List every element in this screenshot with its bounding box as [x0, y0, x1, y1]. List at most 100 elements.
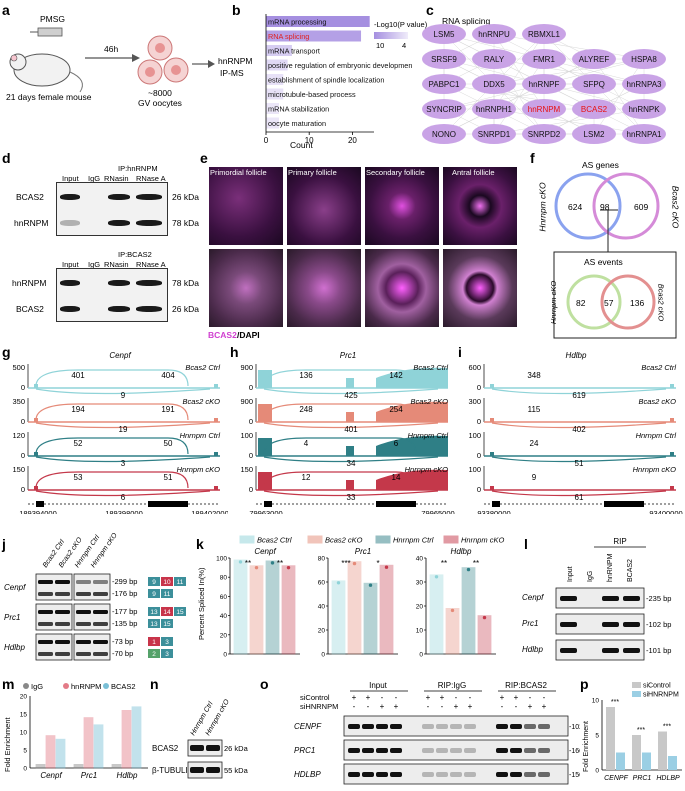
gel-band — [390, 724, 402, 729]
coverage-block — [214, 486, 218, 490]
coverage-block — [490, 418, 494, 422]
node-label: hnRNPA3 — [627, 80, 663, 89]
micrograph-primordial — [208, 166, 284, 246]
gel-band — [362, 724, 374, 729]
gel-band — [362, 772, 374, 777]
data-point — [368, 583, 373, 587]
gel-band — [348, 772, 360, 777]
sign: - — [501, 702, 504, 711]
exon-box — [174, 607, 186, 616]
track-name: Hnrnpm Ctrl — [408, 431, 449, 440]
coverage-block — [258, 472, 272, 490]
psi-bar — [477, 615, 492, 655]
gel-band — [76, 652, 91, 656]
row-label: hnRNPM — [12, 278, 47, 288]
y-tick-label: 0 — [477, 451, 481, 460]
legend-swatch — [632, 691, 641, 697]
x-axis-label: Count — [290, 140, 313, 150]
y-tick-label: 0 — [21, 451, 25, 460]
gel-band — [55, 592, 70, 596]
significance: *** — [611, 699, 619, 706]
gel-band — [464, 772, 476, 777]
psi-bar — [429, 574, 444, 655]
row-label-sicontrol: siControl — [300, 693, 330, 702]
band-size: -166 bp — [569, 748, 580, 755]
gel-band — [93, 580, 108, 584]
y-tick-label: 10 — [20, 730, 28, 737]
go-bar — [266, 45, 292, 56]
sign: + — [528, 702, 533, 711]
coverage-block — [490, 384, 494, 388]
row-label-sihnrnpm: siHNRNPM — [300, 702, 338, 711]
panel-f-label: f — [530, 150, 535, 166]
ip-hnrnpm-label: IP:hnRNPM — [118, 164, 158, 173]
panel-d: d IP:hnRNPM Input IgG RNasin RNase A BCA… — [0, 150, 200, 330]
sign: + — [440, 693, 445, 702]
node-label: RALY — [484, 55, 505, 64]
junction-count: 50 — [164, 439, 173, 448]
x-tick-label: PRC1 — [633, 775, 652, 782]
row-label: BCAS2 — [16, 192, 44, 202]
coverage-block — [490, 486, 494, 490]
junction-arc — [491, 388, 667, 395]
gel-band — [623, 622, 640, 627]
exon-box — [174, 577, 186, 586]
venn-events-right: 136 — [630, 298, 645, 308]
sign: - — [543, 693, 546, 702]
junction-count: 142 — [389, 371, 403, 380]
legend-label: IgG — [31, 682, 43, 691]
y-tick-label: 300 — [468, 397, 481, 406]
y-tick-label: 0 — [21, 383, 25, 392]
significance: ** — [473, 559, 479, 568]
band-size: -101 bp — [646, 646, 671, 655]
exon-number: 2 — [152, 651, 156, 658]
y-tick-label: 5 — [595, 733, 599, 740]
gel-band — [464, 748, 476, 753]
gel-band — [93, 652, 108, 656]
col-rnasin: RNasin — [104, 174, 129, 183]
enrichment-bar — [35, 764, 46, 769]
junction-count: 136 — [299, 371, 313, 380]
network-edge — [493, 58, 645, 85]
gel-band — [510, 724, 522, 729]
gel-band — [422, 748, 434, 753]
gel-band — [76, 592, 91, 596]
junction-arc — [263, 471, 417, 489]
junction-arc — [263, 388, 439, 395]
exon — [148, 501, 188, 507]
coverage-block — [258, 404, 272, 422]
go-term-label: RNA splicing — [268, 32, 309, 41]
gene-title: Prc1 — [340, 351, 356, 360]
band — [108, 306, 130, 312]
gel-band — [538, 748, 550, 753]
junction-count: 51 — [164, 473, 173, 482]
track-name: Hnrnpm cKO — [405, 465, 449, 474]
coverage-block — [670, 384, 674, 388]
node-label: LSM5 — [434, 30, 455, 39]
subplot-title: Cenpf — [254, 547, 276, 556]
network-node — [572, 74, 616, 94]
sign: - — [529, 693, 532, 702]
legend-label: hnRNPM — [71, 682, 101, 691]
y-tick-label: 900 — [240, 363, 253, 372]
significance: *** — [637, 727, 645, 734]
gel-band — [623, 596, 640, 601]
data-point — [434, 575, 439, 579]
y-tick-label: 0 — [249, 485, 253, 494]
exon-number: 15 — [176, 609, 184, 616]
sign: - — [469, 693, 472, 702]
enrichment-bar — [668, 756, 677, 770]
legend-label: siControl — [643, 683, 671, 690]
legend-swatch — [375, 535, 391, 544]
sign: + — [366, 693, 371, 702]
x-tick-label: Cenpf — [40, 771, 62, 780]
sign: - — [441, 702, 444, 711]
method-label-2: IP-MS — [220, 68, 244, 78]
panel-j-label: j — [2, 536, 6, 552]
network-node — [522, 49, 566, 69]
zoom-antral — [442, 248, 518, 328]
track-name: Bcas2 Ctrl — [185, 363, 220, 372]
